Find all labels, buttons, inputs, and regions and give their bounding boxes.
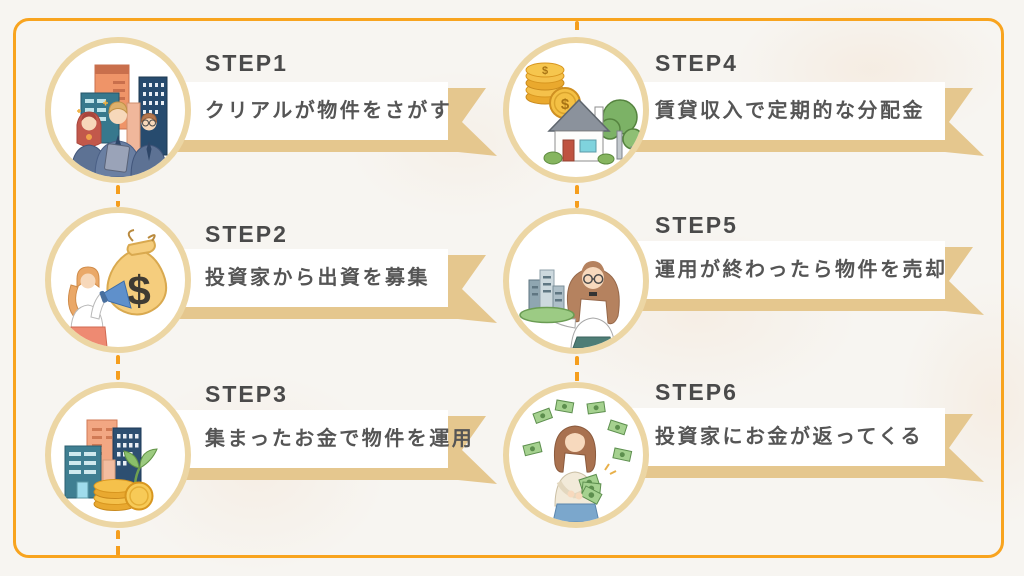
flow-connector-dash <box>575 185 579 208</box>
step-label: STEP2 <box>205 221 288 247</box>
flow-connector-dash <box>116 185 120 207</box>
house-coins-trees-illustration: $ $ <box>525 62 643 165</box>
step-banner: 運用が終わったら物件を売却 <box>620 241 945 299</box>
svg-text:$: $ <box>127 267 150 314</box>
step3-circle <box>45 382 191 528</box>
step-text: 投資家にお金が返ってくる <box>655 426 923 448</box>
step-label: STEP1 <box>205 50 288 76</box>
flow-connector-dash <box>116 530 120 556</box>
buildings-coins-sprout-illustration <box>64 419 158 511</box>
svg-text:$: $ <box>542 65 548 77</box>
frame-border <box>13 18 1004 558</box>
step2-circle: $ <box>45 207 191 353</box>
step-banner: 投資家から出資を募集 <box>170 249 448 307</box>
step-text: 運用が終わったら物件を売却 <box>655 259 948 281</box>
step-label: STEP6 <box>655 379 738 405</box>
step4-circle: $ $ <box>503 37 649 183</box>
step-banner: 集まったお金で物件を運用 <box>170 410 472 468</box>
flow-connector-dash <box>575 21 579 37</box>
flow-connector-dash <box>116 355 120 380</box>
step-text: 投資家から出資を募集 <box>205 267 430 289</box>
woman-receiving-money-illustration <box>522 399 633 522</box>
step6-circle <box>503 382 649 528</box>
step-banner: 投資家にお金が返ってくる <box>620 408 945 466</box>
step-label: STEP4 <box>655 50 738 76</box>
svg-text:$: $ <box>561 96 570 113</box>
step-text: 集まったお金で物件を運用 <box>205 428 475 450</box>
step-banner: クリアルが物件をさがす <box>170 82 450 140</box>
team-searching-properties-illustration <box>70 64 168 177</box>
step-banner: 賃貸収入で定期的な分配金 <box>620 82 945 140</box>
fundraising-megaphone-moneybag-illustration: $ <box>67 229 168 347</box>
step5-circle <box>503 208 649 354</box>
step-text: クリアルが物件をさがす <box>205 100 453 122</box>
step-text: 賃貸収入で定期的な分配金 <box>655 100 925 122</box>
flow-connector-dash <box>575 356 579 382</box>
woman-holding-buildings-tray-illustration <box>519 261 620 348</box>
step-label: STEP3 <box>205 381 288 407</box>
step-label: STEP5 <box>655 212 738 238</box>
step1-circle <box>45 37 191 183</box>
